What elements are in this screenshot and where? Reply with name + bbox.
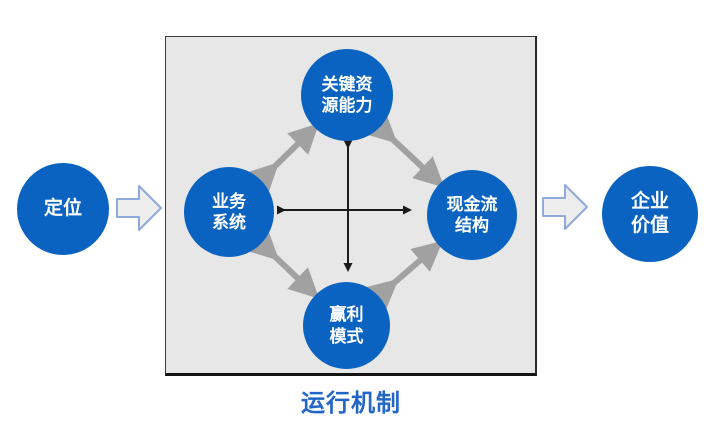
node-key-resources-line2: 源能力 [321,96,373,115]
node-key-resources-line1: 关键资 [321,74,373,94]
node-cashflow-structure: 现金流 结构 [427,170,517,260]
mechanism-caption: 运行机制 [301,390,401,417]
node-business-system-line1: 业务 [212,191,246,211]
node-business-system: 业务 系统 [184,167,274,257]
node-enterprise-value: 企业 价值 [602,166,698,262]
node-profit-model: 赢利 模式 [303,282,390,369]
node-key-resources: 关键资 源能力 [301,49,393,141]
node-positioning-label: 定位 [43,198,82,220]
flow-arrow-right-icon [542,184,588,230]
flow-arrow-left-icon [116,185,162,231]
node-cashflow-structure-line1: 现金流 [446,194,498,214]
node-business-system-line2: 系统 [212,213,246,232]
node-positioning: 定位 [17,163,109,255]
node-cashflow-structure-line2: 结构 [455,216,489,235]
node-enterprise-value-line2: 价值 [630,215,669,236]
node-profit-model-line1: 赢利 [329,305,364,325]
node-profit-model-line2: 模式 [329,326,364,346]
node-enterprise-value-line1: 企业 [630,191,669,213]
